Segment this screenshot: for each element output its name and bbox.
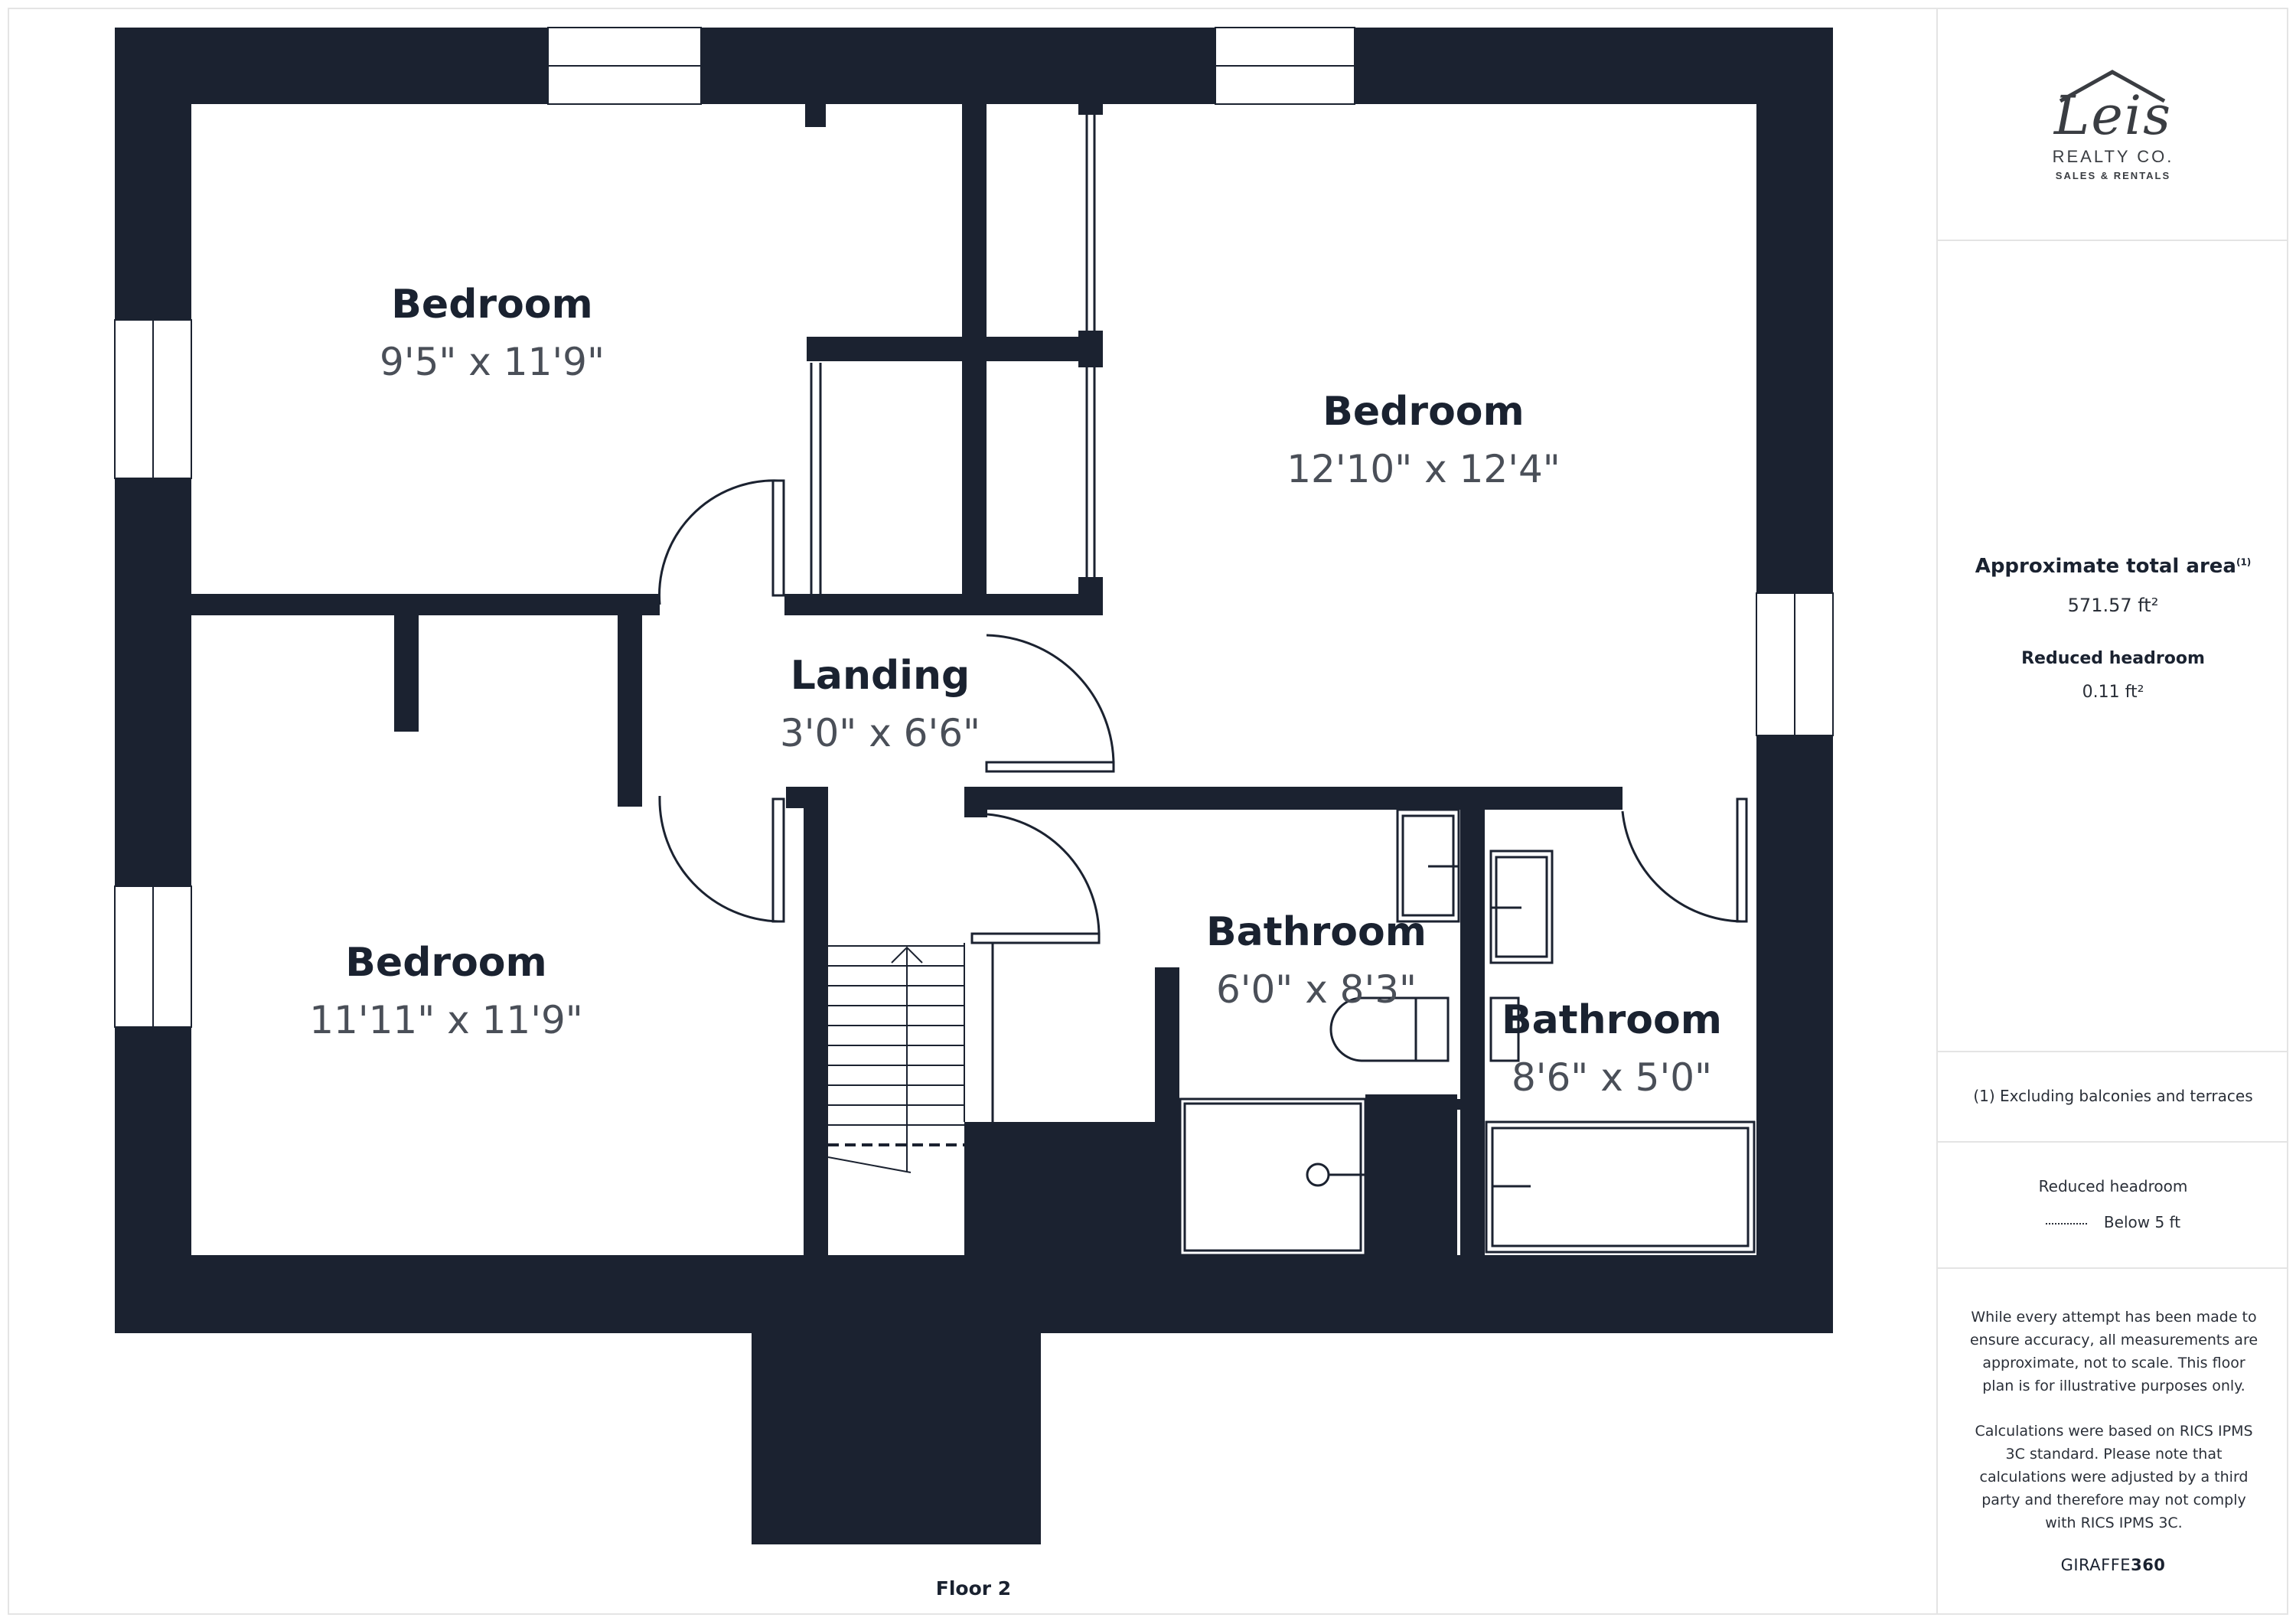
exterior-walls: [115, 28, 1833, 1544]
floor-plan: Bedroom 9'5" x 11'9" Bedroom 12'10" x 12…: [114, 27, 1834, 1600]
disclaimer-section: While every attempt has been made to ens…: [1938, 1269, 2288, 1613]
footnote-mark: (1): [2236, 556, 2252, 568]
brand-suffix: 360: [2131, 1556, 2166, 1574]
room-labels: Bedroom 9'5" x 11'9" Bedroom 12'10" x 12…: [309, 282, 1722, 1100]
doors: [658, 115, 1748, 1122]
logo-subtagline: SALES & RENTALS: [2055, 170, 2171, 181]
total-area-label: Approximate total area: [1975, 555, 2236, 578]
stairs: [827, 943, 965, 1173]
total-area-title: Approximate total area(1): [1938, 555, 2288, 578]
disclaimer-text: While every attempt has been made to ens…: [1968, 1306, 2259, 1557]
dotted-line-icon: [2045, 1222, 2087, 1225]
room-name-landing: Landing: [791, 653, 970, 699]
company-logo: Leis REALTY CO. SALES & RENTALS: [1938, 61, 2288, 191]
room-dims-bathroom-2: 8'6" x 5'0": [1512, 1055, 1712, 1100]
total-area-value: 571.57 ft²: [2067, 595, 2159, 616]
legend-title: Reduced headroom: [2038, 1177, 2188, 1195]
page-frame: [8, 8, 2288, 1615]
disclaimer-paragraph-1: While every attempt has been made to ens…: [1969, 1309, 2258, 1394]
logo-wordmark: Leis: [2053, 84, 2173, 147]
floor-label: Floor 2: [936, 1577, 1011, 1600]
room-dims-bedroom-3: 11'11" x 11'9": [309, 998, 583, 1042]
windows: [114, 27, 1834, 1028]
area-section: Approximate total area(1) 571.57 ft² Red…: [1938, 241, 2288, 1052]
interior-walls: [191, 104, 1623, 1255]
disclaimer-paragraph-2: Calculations were based on RICS IPMS 3C …: [1975, 1423, 2253, 1531]
room-name-bedroom-2: Bedroom: [1322, 389, 1524, 435]
legend-item: Below 5 ft: [1938, 1213, 2288, 1231]
legend-item-label: Below 5 ft: [2103, 1213, 2181, 1231]
brand-prefix: GIRAFFE: [2060, 1556, 2131, 1574]
reduced-headroom-value: 0.11 ft²: [2082, 683, 2144, 702]
room-dims-bedroom-2: 12'10" x 12'4": [1287, 447, 1561, 491]
room-name-bedroom-3: Bedroom: [345, 940, 546, 986]
house-roof-icon: [2059, 70, 2166, 103]
footnote-text: (1) Excluding balconies and terraces: [1973, 1087, 2253, 1105]
room-name-bathroom-2: Bathroom: [1502, 997, 1722, 1043]
info-sidebar: Leis REALTY CO. SALES & RENTALS Approxim…: [1936, 8, 2288, 1615]
room-dims-bedroom-1: 9'5" x 11'9": [380, 340, 605, 384]
reduced-headroom-title: Reduced headroom: [2021, 649, 2205, 668]
room-name-bedroom-1: Bedroom: [391, 282, 592, 328]
room-name-bathroom-1: Bathroom: [1206, 909, 1427, 955]
brand-mark: GIRAFFE360: [1938, 1556, 2288, 1574]
room-dims-bathroom-1: 6'0" x 8'3": [1216, 967, 1417, 1012]
logo-section: Leis REALTY CO. SALES & RENTALS: [1938, 8, 2288, 241]
room-dims-landing: 3'0" x 6'6": [780, 711, 980, 755]
fixtures: [1179, 808, 1756, 1257]
legend-section: Reduced headroom Below 5 ft: [1938, 1143, 2288, 1269]
logo-tagline: REALTY CO.: [2052, 147, 2174, 166]
footnote-section: (1) Excluding balconies and terraces: [1938, 1052, 2288, 1143]
